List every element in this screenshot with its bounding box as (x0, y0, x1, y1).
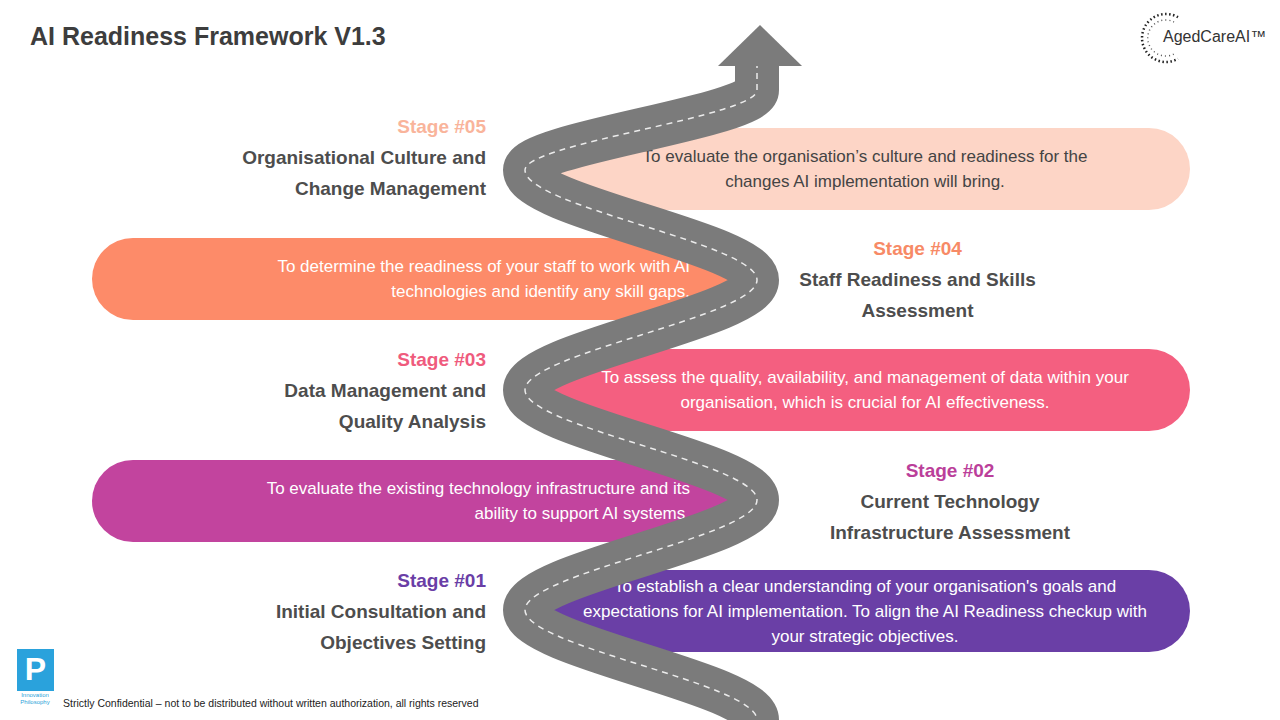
stage-title: Current Technology Infrastructure Assess… (805, 486, 1095, 548)
logo-ring (1142, 14, 1178, 62)
stage-title: Data Management and Quality Analysis (231, 375, 486, 437)
stage-number: Stage #01 (211, 569, 486, 593)
stage-heading: Stage #02Current Technology Infrastructu… (805, 459, 1095, 548)
stage-title: Initial Consultation and Objectives Sett… (211, 596, 486, 658)
stage-heading: Stage #03Data Management and Quality Ana… (231, 348, 486, 437)
stage-description: To assess the quality, availability, and… (600, 365, 1130, 415)
stage-description: To evaluate the existing technology infr… (250, 476, 690, 526)
stage-pill: Stage #01Initial Consultation and Object… (540, 570, 1190, 652)
stage-number: Stage #03 (231, 348, 486, 372)
stage-heading: Stage #04Staff Readiness and Skills Asse… (790, 237, 1045, 326)
stage-description: To establish a clear understanding of yo… (570, 574, 1160, 649)
stage-pill: Stage #02Current Technology Infrastructu… (92, 460, 740, 542)
logo-square (17, 649, 54, 691)
stage-heading: Stage #05Organisational Culture and Chan… (231, 115, 486, 204)
page-title: AI Readiness Framework V1.3 (30, 22, 386, 51)
logo-letter: P (17, 648, 54, 690)
road-centre-line (525, 62, 757, 720)
road-band (525, 62, 757, 720)
stage-pill: Stage #04Staff Readiness and Skills Asse… (92, 238, 740, 320)
brand-name: AgedCareAI™ (1163, 27, 1278, 47)
logo-ring-inner (1148, 20, 1174, 56)
stage-description: To determine the readiness of your staff… (220, 254, 690, 304)
logo-caption: Innovation Philosophy (15, 692, 55, 706)
road-arrowhead (718, 25, 802, 66)
stage-pill: Stage #03Data Management and Quality Ana… (540, 349, 1190, 431)
stage-pill: Stage #05Organisational Culture and Chan… (540, 128, 1190, 210)
stage-number: Stage #02 (805, 459, 1095, 483)
stage-number: Stage #04 (790, 237, 1045, 261)
stage-title: Staff Readiness and Skills Assessment (790, 264, 1045, 326)
confidentiality-note: Strictly Confidential – not to be distri… (63, 697, 663, 710)
stage-number: Stage #05 (231, 115, 486, 139)
stage-description: To evaluate the organisation’s culture a… (610, 144, 1120, 194)
stage-heading: Stage #01Initial Consultation and Object… (211, 569, 486, 658)
stage-title: Organisational Culture and Change Manage… (231, 142, 486, 204)
